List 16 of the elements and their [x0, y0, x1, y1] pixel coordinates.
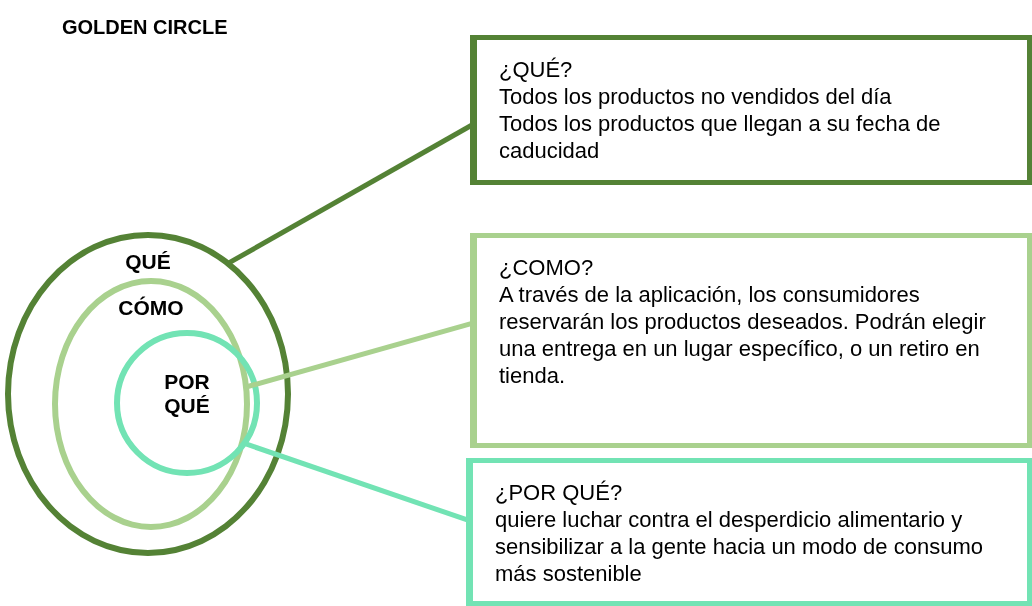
text-box [470, 233, 1032, 448]
text-box [470, 35, 1032, 185]
title: GOLDEN CIRCLE [62, 16, 228, 39]
box-text: Todos los productos que llegan a su fecha de caducidad [499, 110, 942, 164]
outer-ring [5, 232, 291, 556]
text-box [466, 458, 1032, 606]
ring-label: CÓMO [117, 296, 185, 320]
box-text: quiere luchar contra el desperdicio alimentario y sensibilizar a la gente hacia un modo de consumo más sostenible [495, 506, 984, 587]
ring-label: QUÉ [124, 250, 172, 274]
ring-label: POR QUÉ [163, 370, 211, 418]
box-text: A través de la aplicación, los consumidores reservarán los productos deseados. Podrán elegir una entrega en un lugar específico, o un retiro en tienda. [499, 281, 987, 389]
box-heading: ¿QUÉ? [499, 56, 574, 83]
box-heading: ¿POR QUÉ? [495, 479, 624, 506]
box-heading: ¿COMO? [499, 254, 595, 281]
inner-ring [114, 330, 260, 476]
box-text: Todos los productos no vendidos del día [499, 83, 893, 110]
